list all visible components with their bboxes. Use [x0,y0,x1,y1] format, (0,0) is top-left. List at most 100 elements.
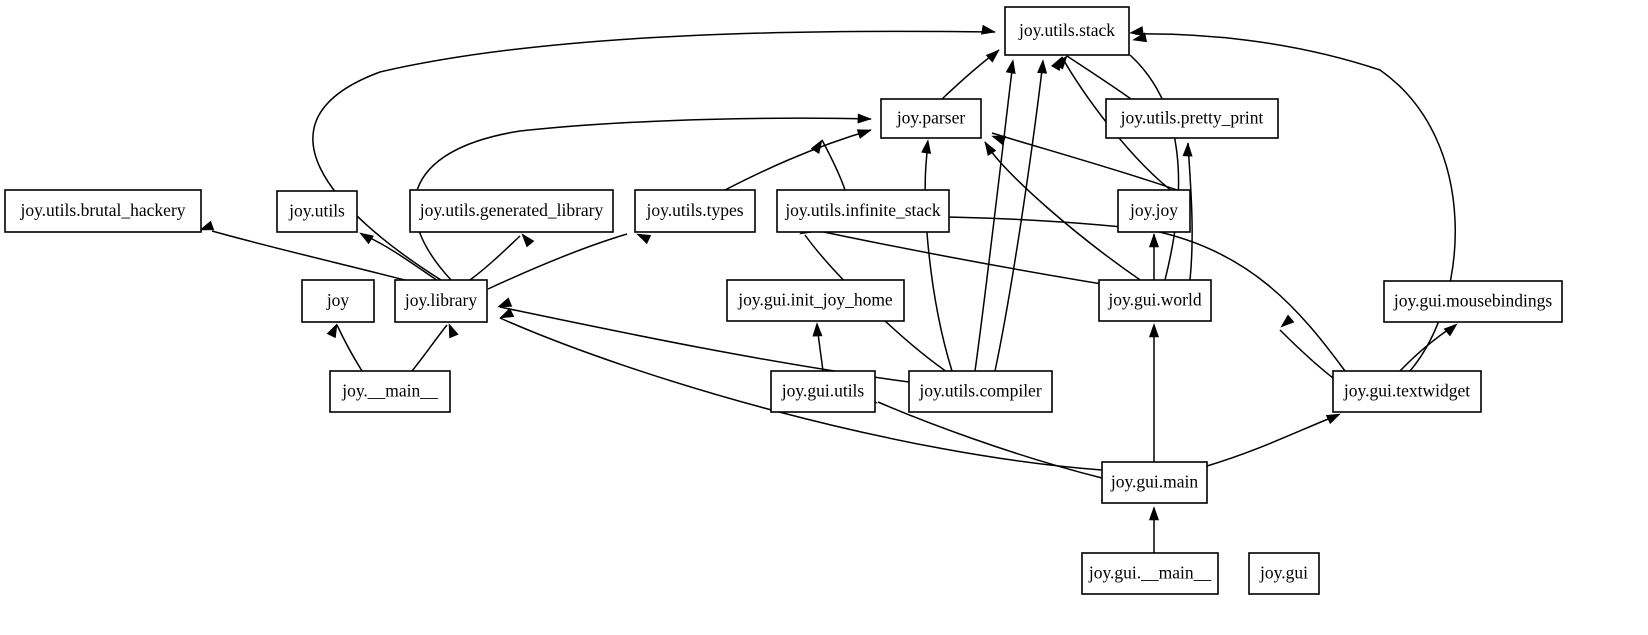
node-box[interactable] [770,370,876,413]
node-box[interactable] [776,189,950,233]
node-label: joy.parser [896,108,966,128]
node-label: joy.gui.mousebindings [1393,291,1553,311]
arrowhead-head-parser-3 [921,139,932,154]
arrowhead-head-joy [326,323,338,339]
node-label: joy.utils.types [645,200,743,220]
node-label: joy.utils.generated_library [419,200,604,220]
node-joy.utils.pretty_print[interactable]: joy.utils.pretty_print [1105,98,1279,139]
node-label: joy.__main__ [341,381,438,401]
node-label: joy.utils.compiler [918,381,1041,401]
node-joy.gui.main[interactable]: joy.gui.main [1101,461,1208,504]
edge-infinite-to-parser [821,139,846,191]
node-label: joy.gui.textwidget [1343,381,1470,401]
node-joy.utils[interactable]: joy.utils [276,190,358,233]
node-label: joy.utils.stack [1018,20,1115,40]
node-label: joy [326,290,350,310]
node-joy.utils.generated_library[interactable]: joy.utils.generated_library [409,189,614,233]
node-label: joy.joy [1129,200,1178,220]
arrowhead-head-generated [521,233,535,248]
node-box[interactable] [4,189,202,233]
node-box[interactable] [276,190,358,233]
edge-library-to-types [487,233,628,290]
node-box[interactable] [1383,280,1563,323]
arrowhead-head-inithome [812,322,823,337]
node-box[interactable] [1248,552,1320,595]
node-label: joy.gui.utils [781,381,865,401]
node-joy.__main__[interactable]: joy.__main__ [329,370,451,413]
node-joy.utils.stack[interactable]: joy.utils.stack [1004,6,1130,56]
arrowhead-head-stack-7 [1129,26,1144,37]
edge-compiler-to-stack-a [974,61,1014,372]
arrowhead-head-joyjoy [1148,233,1160,248]
arrowhead-head-world-2 [1280,314,1295,328]
node-box[interactable] [1105,98,1279,139]
node-joy.gui[interactable]: joy.gui [1248,552,1320,595]
arrowhead-head-stack-4 [1037,59,1048,74]
node-label: joy.gui.main [1110,472,1199,492]
edge-world-to-stack [1129,54,1180,281]
node-box[interactable] [1004,6,1130,56]
arrowhead-head-library-1 [448,323,459,339]
node-joy.gui.mousebindings[interactable]: joy.gui.mousebindings [1383,280,1563,323]
node-joy.utils.brutal_hackery[interactable]: joy.utils.brutal_hackery [4,189,202,233]
node-joy.utils.infinite_stack[interactable]: joy.utils.infinite_stack [776,189,950,233]
node-joy.utils.compiler[interactable]: joy.utils.compiler [908,370,1053,413]
edge-guimain-to-guiutils [877,401,1103,479]
node-joy.library[interactable]: joy.library [394,279,488,323]
arrowhead-head-mouse [1443,323,1458,337]
arrowhead-head-parser-6 [810,139,823,154]
edge-prettyprint-to-stack [1066,55,1132,100]
node-joy.parser[interactable]: joy.parser [880,98,982,139]
arrowhead-head-stack-6 [1054,55,1068,70]
node-box[interactable] [634,189,756,233]
arrowhead-head-library-2 [497,297,513,308]
node-box[interactable] [329,370,451,413]
arrowhead-head-parser-4 [984,141,997,156]
arrowhead-head-stack-3 [1005,59,1016,74]
node-label: joy.utils.pretty_print [1120,108,1264,128]
node-joy.utils.types[interactable]: joy.utils.types [634,189,756,233]
node-label: joy.gui.init_joy_home [737,290,893,310]
node-box[interactable] [908,370,1053,413]
arrowhead-head-stack-2 [985,49,1000,63]
node-joy.gui.utils[interactable]: joy.gui.utils [770,370,876,413]
arrowhead-head-textwidget [1325,413,1341,425]
edge-library-to-stack-upper [312,30,996,281]
edge-compiler-to-stack-b [994,61,1044,372]
edge-world-to-parser [984,141,1153,289]
arrowhead-head-brutal [199,220,215,231]
arrowhead-head-stack-8 [1132,32,1148,43]
node-box[interactable] [880,98,982,139]
node-joy.joy[interactable]: joy.joy [1117,189,1191,233]
edge-guimain-to-textwidget [1206,414,1339,467]
edge-joyjoy-to-parser [991,132,1178,191]
node-box[interactable] [394,279,488,323]
node-box[interactable] [1117,189,1191,233]
arrowhead-head-pretty [1182,142,1193,157]
node-joy.gui.world[interactable]: joy.gui.world [1098,279,1212,322]
node-label: joy.library [404,290,477,310]
node-box[interactable] [1081,552,1219,595]
edge-library-to-utils [363,234,439,282]
node-label: joy.gui.__main__ [1088,563,1212,583]
node-label: joy.utils.infinite_stack [784,200,941,220]
node-label: joy.utils [288,201,345,221]
node-joy[interactable]: joy [301,279,375,323]
node-box[interactable] [301,279,375,323]
edge-world-to-types [804,227,1153,293]
node-box[interactable] [409,189,614,233]
node-joy.gui.init_joy_home[interactable]: joy.gui.init_joy_home [726,279,905,322]
node-box[interactable] [1098,279,1212,322]
node-box[interactable] [1101,461,1208,504]
edge-textwidget-to-world [1279,329,1334,379]
edge-mainmod-to-library [411,324,448,372]
node-joy.gui.__main__[interactable]: joy.gui.__main__ [1081,552,1219,595]
arrowheads-layer [199,24,1458,521]
arrowhead-head-parser-5 [991,135,1007,146]
node-joy.gui.textwidget[interactable]: joy.gui.textwidget [1332,370,1482,413]
arrowhead-head-utils [359,232,374,245]
node-box[interactable] [726,279,905,322]
node-box[interactable] [1332,370,1482,413]
